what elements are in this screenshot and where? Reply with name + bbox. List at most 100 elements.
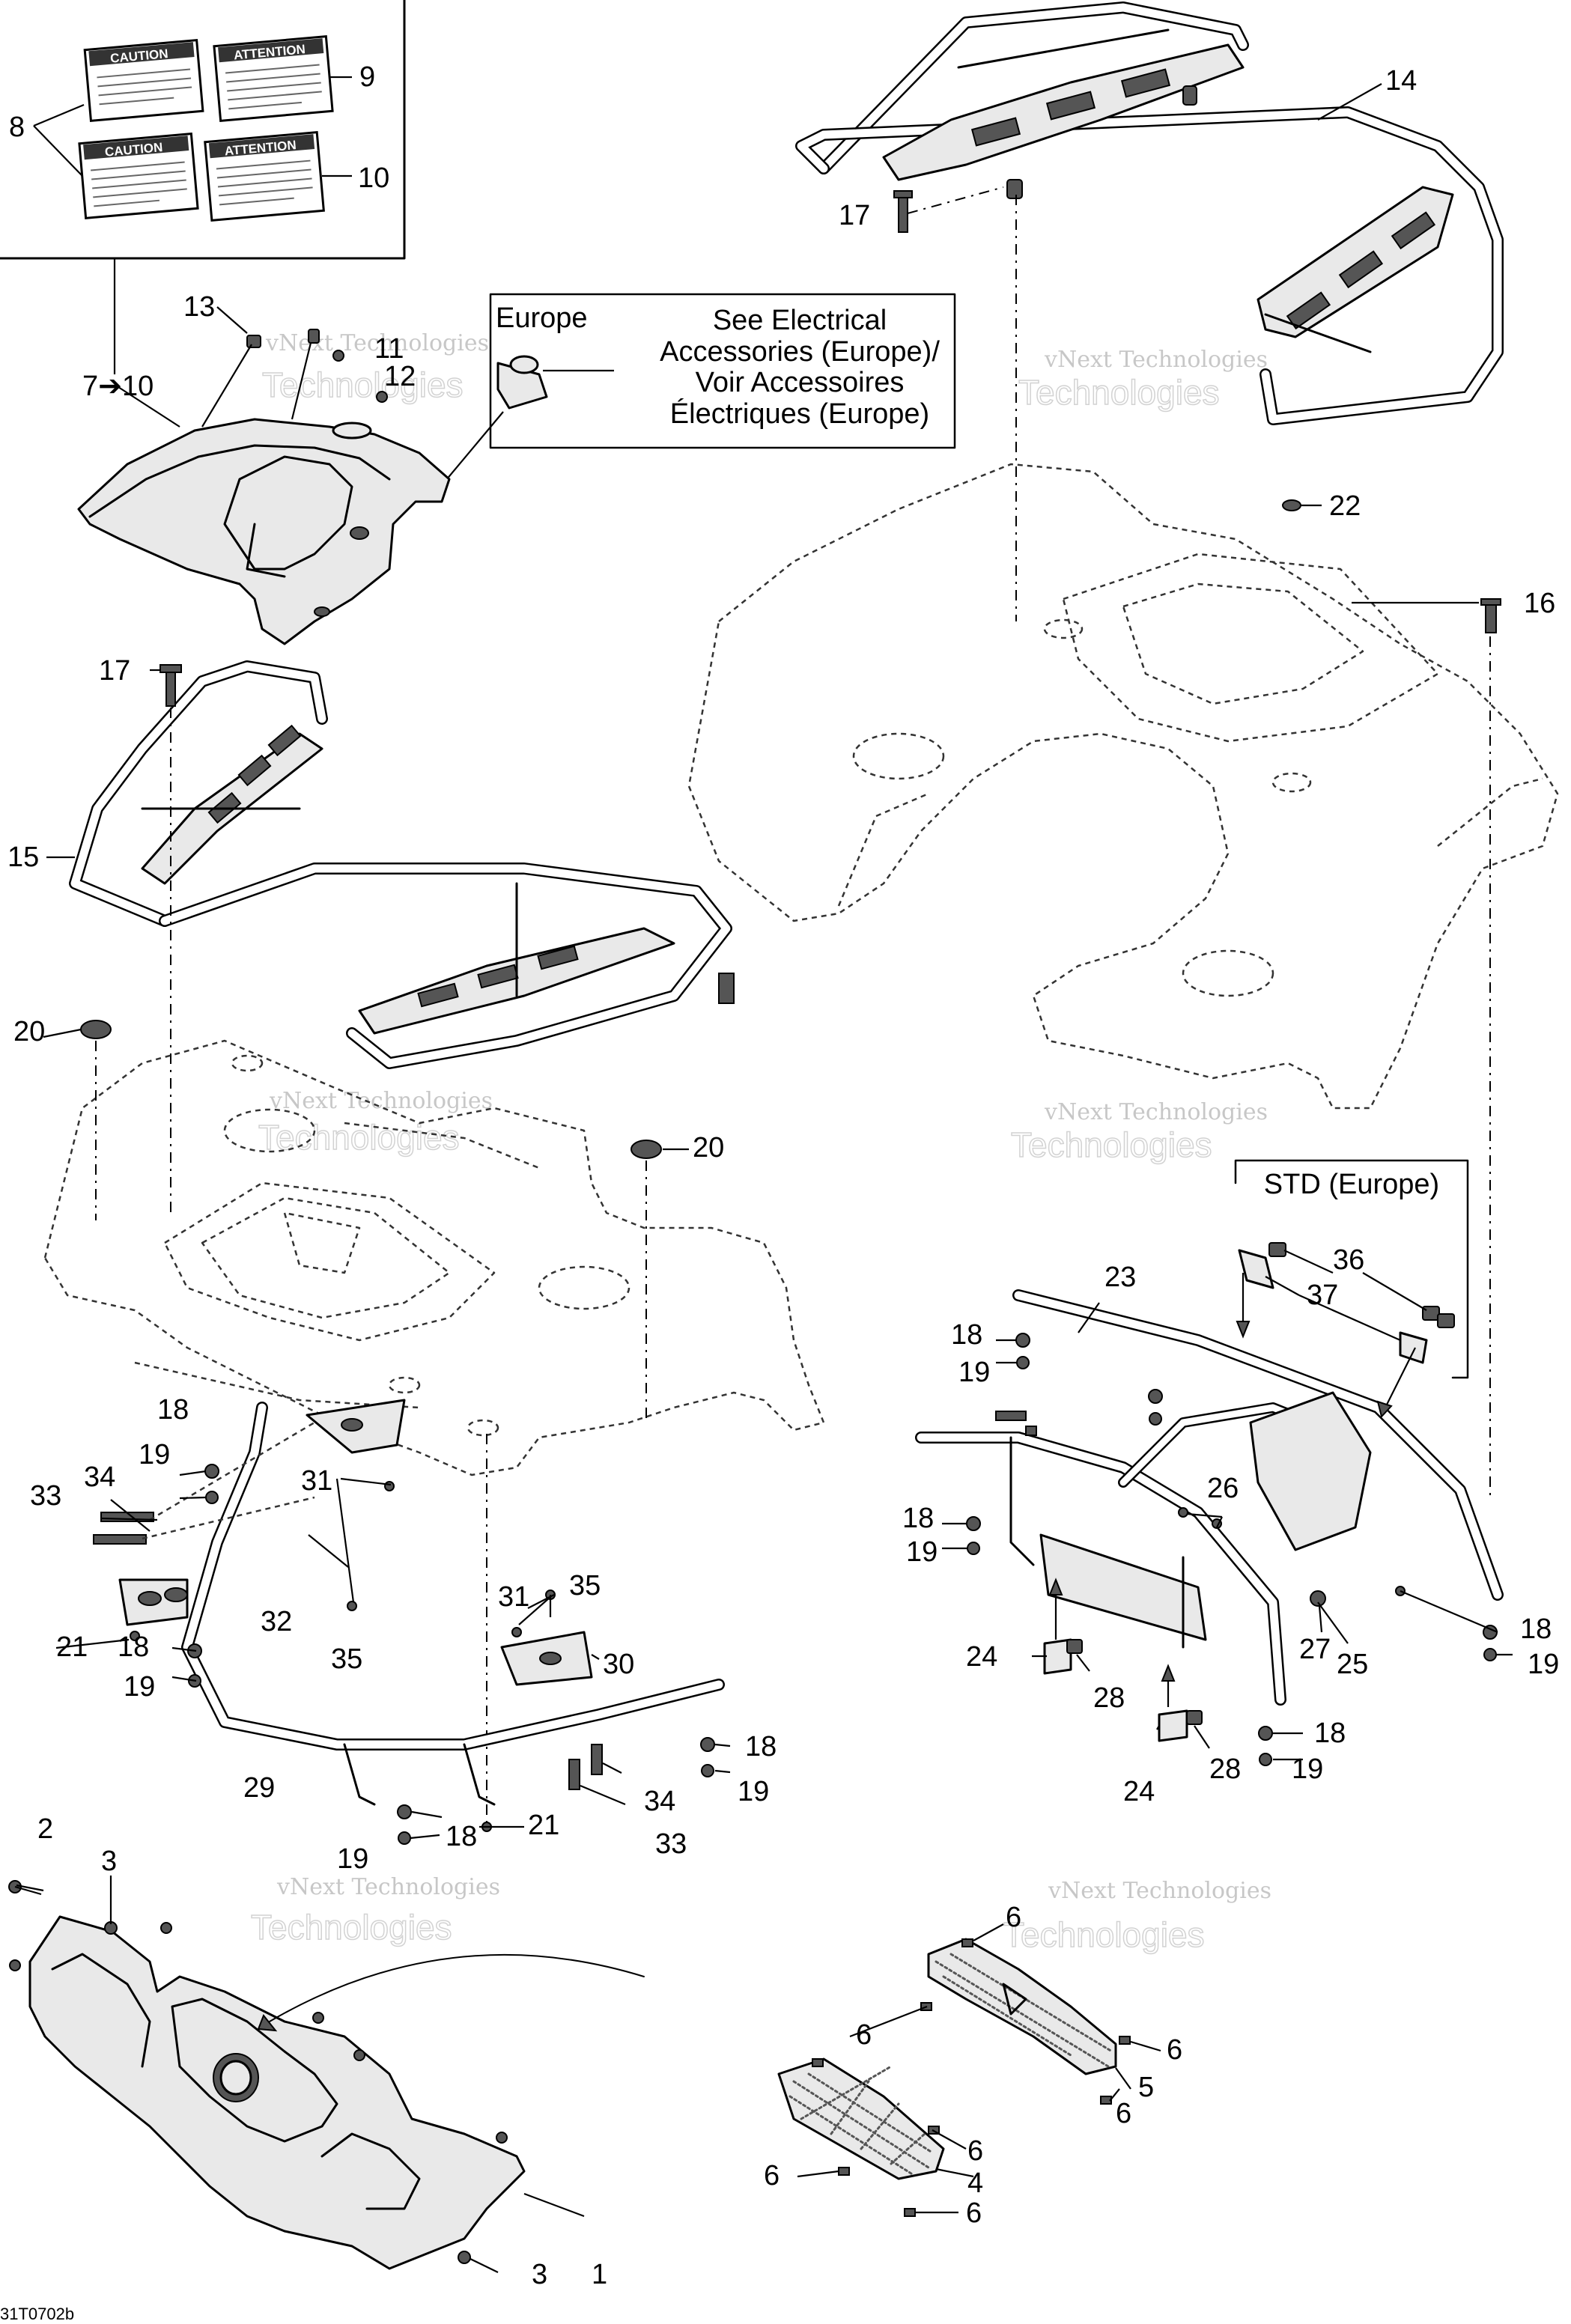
- callout-4: 4: [967, 2168, 983, 2199]
- callout-17-top: 17: [839, 200, 870, 231]
- callout-24-b: 24: [1123, 1776, 1155, 1807]
- callout-3-top: 3: [101, 1846, 117, 1877]
- callout-18-h: 18: [1520, 1613, 1552, 1645]
- rear-rack-part: [795, 1, 1504, 425]
- watermark-outline-6: Technologies: [1003, 1915, 1205, 1954]
- callout-18-g: 18: [1314, 1718, 1346, 1749]
- callout-13: 13: [183, 291, 215, 323]
- callout-19-c: 19: [337, 1843, 368, 1875]
- callout-numbers: 1 2 3 3 4 5 6 6 6 6 6 6 6 6 7➔10 8 9 10 …: [0, 61, 1559, 2323]
- callout-8: 8: [9, 112, 25, 143]
- callout-19-e: 19: [958, 1357, 990, 1388]
- callout-6-d: 6: [1116, 2098, 1131, 2129]
- callout-27: 27: [1299, 1634, 1331, 1665]
- callout-31-mid: 31: [498, 1581, 529, 1613]
- callout-33-right: 33: [655, 1828, 687, 1860]
- watermark-text-4: vNext Technologies: [1044, 1099, 1268, 1125]
- callout-32: 32: [261, 1606, 292, 1637]
- callout-22: 22: [1329, 490, 1361, 522]
- caution-label-1: CAUTION: [83, 39, 204, 122]
- callout-28-b: 28: [1209, 1753, 1241, 1785]
- europe-box-line-2: Accessories (Europe)/: [660, 336, 940, 368]
- callout-12: 12: [384, 361, 416, 392]
- warning-labels-inset: CAUTION ATTENTION CAUTION ATTENTION: [0, 0, 406, 374]
- callout-18-d: 18: [745, 1731, 777, 1762]
- caution-label-2: CAUTION: [78, 133, 199, 219]
- callout-2: 2: [37, 1813, 53, 1845]
- rear-fender-part: [687, 195, 1559, 1497]
- front-bumper-panel-part: [8, 1880, 645, 2270]
- inset-frame: [0, 0, 406, 260]
- callout-14: 14: [1385, 65, 1417, 97]
- callout-18-e: 18: [951, 1319, 982, 1351]
- callout-21-bottom: 21: [528, 1810, 559, 1841]
- callout-11: 11: [374, 333, 404, 365]
- callout-17-left: 17: [99, 655, 130, 687]
- grille-4-part: [777, 2057, 945, 2180]
- watermark-text-5: vNext Technologies: [276, 1874, 500, 1900]
- europe-box-title: Europe: [496, 302, 588, 334]
- callout-34-right: 34: [644, 1786, 675, 1817]
- callout-6-b: 6: [856, 2019, 872, 2051]
- callout-28-a: 28: [1093, 1682, 1125, 1714]
- callout-25: 25: [1337, 1649, 1368, 1680]
- callout-19-a: 19: [139, 1439, 170, 1470]
- attention-label-1: ATTENTION: [213, 35, 334, 122]
- grille-5-part: [927, 1938, 1117, 2075]
- figure-reference-code: 31T0702b: [0, 2305, 74, 2323]
- callout-19-g: 19: [1292, 1753, 1323, 1785]
- europe-box-line-4: Électriques (Europe): [670, 398, 929, 430]
- callout-9: 9: [359, 61, 375, 93]
- callout-37: 37: [1307, 1280, 1338, 1311]
- europe-box-line-3: Voir Accessoires: [696, 367, 905, 398]
- callout-29: 29: [243, 1772, 275, 1804]
- front-bumper-frame-part: [93, 1399, 725, 1845]
- watermark-text-2: vNext Technologies: [1044, 347, 1268, 373]
- callout-1: 1: [592, 2259, 607, 2290]
- callout-6-a: 6: [1006, 1902, 1021, 1933]
- callout-33-left: 33: [30, 1480, 61, 1512]
- callout-30: 30: [603, 1649, 634, 1680]
- callout-31-left: 31: [301, 1465, 332, 1497]
- callout-7-to-10: 7➔10: [82, 371, 154, 402]
- callout-6-g: 6: [966, 2197, 982, 2229]
- callout-26: 26: [1207, 1473, 1239, 1504]
- rack-screw-17: [893, 186, 1004, 233]
- watermark-group: vNext Technologies Technologies vNext Te…: [250, 330, 1271, 1955]
- callout-35-left: 35: [331, 1643, 362, 1675]
- callout-19-f: 19: [906, 1536, 938, 1568]
- callout-23: 23: [1104, 1262, 1136, 1293]
- callout-15: 15: [7, 842, 39, 873]
- watermark-outline-1: Technologies: [262, 365, 464, 404]
- front-rack-part: [69, 660, 735, 1213]
- callout-36: 36: [1333, 1244, 1364, 1276]
- callout-10: 10: [358, 162, 389, 194]
- callout-18-a: 18: [157, 1394, 189, 1426]
- watermark-outline-2: Technologies: [1018, 373, 1220, 412]
- europe-accessories-note: Europe See Electrical Accessories (Europ…: [434, 293, 956, 495]
- callout-3-bottom: 3: [532, 2259, 547, 2290]
- callout-20-right: 20: [693, 1132, 724, 1163]
- attention-label-2: ATTENTION: [204, 131, 325, 222]
- rear-bumper-frame-part: [915, 1242, 1504, 1766]
- europe-box-line-1: See Electrical: [713, 305, 887, 336]
- callout-19-b: 19: [124, 1671, 155, 1703]
- callout-35-right: 35: [569, 1570, 601, 1601]
- callout-21-left: 21: [56, 1631, 88, 1663]
- callout-34-left: 34: [84, 1461, 115, 1493]
- callout-6-f: 6: [764, 2160, 780, 2191]
- callout-19-d: 19: [738, 1776, 769, 1807]
- watermark-text-3: vNext Technologies: [269, 1088, 493, 1114]
- callout-19-h: 19: [1528, 1649, 1559, 1680]
- watermark-outline-4: Technologies: [1011, 1125, 1212, 1164]
- std-europe-note: STD (Europe): [1234, 1159, 1469, 1379]
- callout-18-f: 18: [902, 1503, 934, 1534]
- callout-16: 16: [1524, 588, 1555, 619]
- callout-20-left: 20: [13, 1016, 45, 1047]
- watermark-outline-5: Technologies: [251, 1908, 452, 1947]
- callout-6-e: 6: [967, 2135, 983, 2167]
- watermark-text-6: vNext Technologies: [1048, 1878, 1271, 1904]
- console-panel-part: [77, 306, 451, 645]
